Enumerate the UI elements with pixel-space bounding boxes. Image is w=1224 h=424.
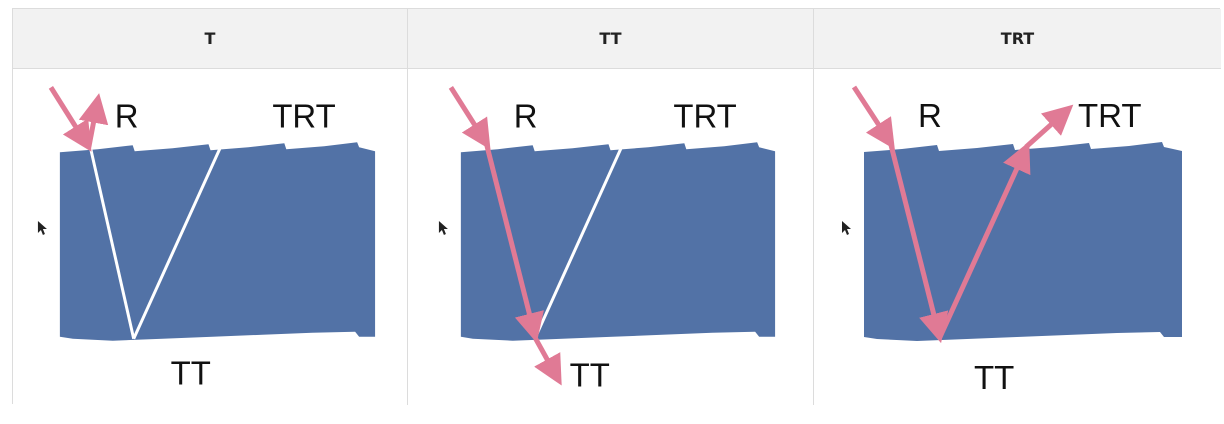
- hair-fiber: [59, 142, 376, 341]
- internal-arrow-down: [888, 144, 949, 344]
- path-trt-line: [132, 146, 222, 340]
- incident-arrow: [48, 86, 92, 152]
- exit-arrow: [1024, 104, 1074, 149]
- header-tt: TT: [408, 9, 814, 69]
- panel-t: R TRT TT: [13, 69, 408, 405]
- diagram-t: R TRT TT: [37, 86, 376, 392]
- panel-tt: R TRT TT: [408, 69, 814, 405]
- header-t: T: [13, 9, 408, 69]
- label-trt: TRT: [272, 97, 335, 134]
- incident-arrow: [851, 85, 895, 150]
- internal-arrow-up: [937, 141, 1031, 339]
- cursor-icon: [842, 221, 851, 235]
- path-tt-line: [89, 148, 136, 340]
- path-trt-line: [534, 146, 623, 338]
- label-tt: TT: [171, 355, 211, 392]
- panel-trt: R TRT TT: [814, 69, 1221, 405]
- cursor-icon: [438, 221, 448, 236]
- diagram-trt: R TRT TT: [842, 85, 1182, 396]
- label-tt: TT: [570, 357, 610, 394]
- hair-fiber: [460, 142, 776, 341]
- hair-fiber: [864, 142, 1182, 341]
- transmit-arrow-exit: [533, 337, 562, 386]
- label-trt: TRT: [1078, 97, 1142, 134]
- header-trt: TRT: [814, 9, 1221, 69]
- label-r: R: [115, 97, 139, 134]
- label-r: R: [918, 97, 942, 134]
- label-r: R: [514, 97, 538, 134]
- incident-arrow: [448, 86, 491, 150]
- transmit-arrow-inner: [484, 144, 544, 343]
- cursor-icon: [37, 221, 47, 236]
- scattering-table: T TT TRT R TRT TT: [12, 8, 1221, 405]
- diagram-tt: R TRT TT: [438, 86, 776, 394]
- label-tt: TT: [974, 359, 1014, 396]
- reflect-arrow: [78, 93, 109, 148]
- label-trt: TRT: [673, 97, 736, 134]
